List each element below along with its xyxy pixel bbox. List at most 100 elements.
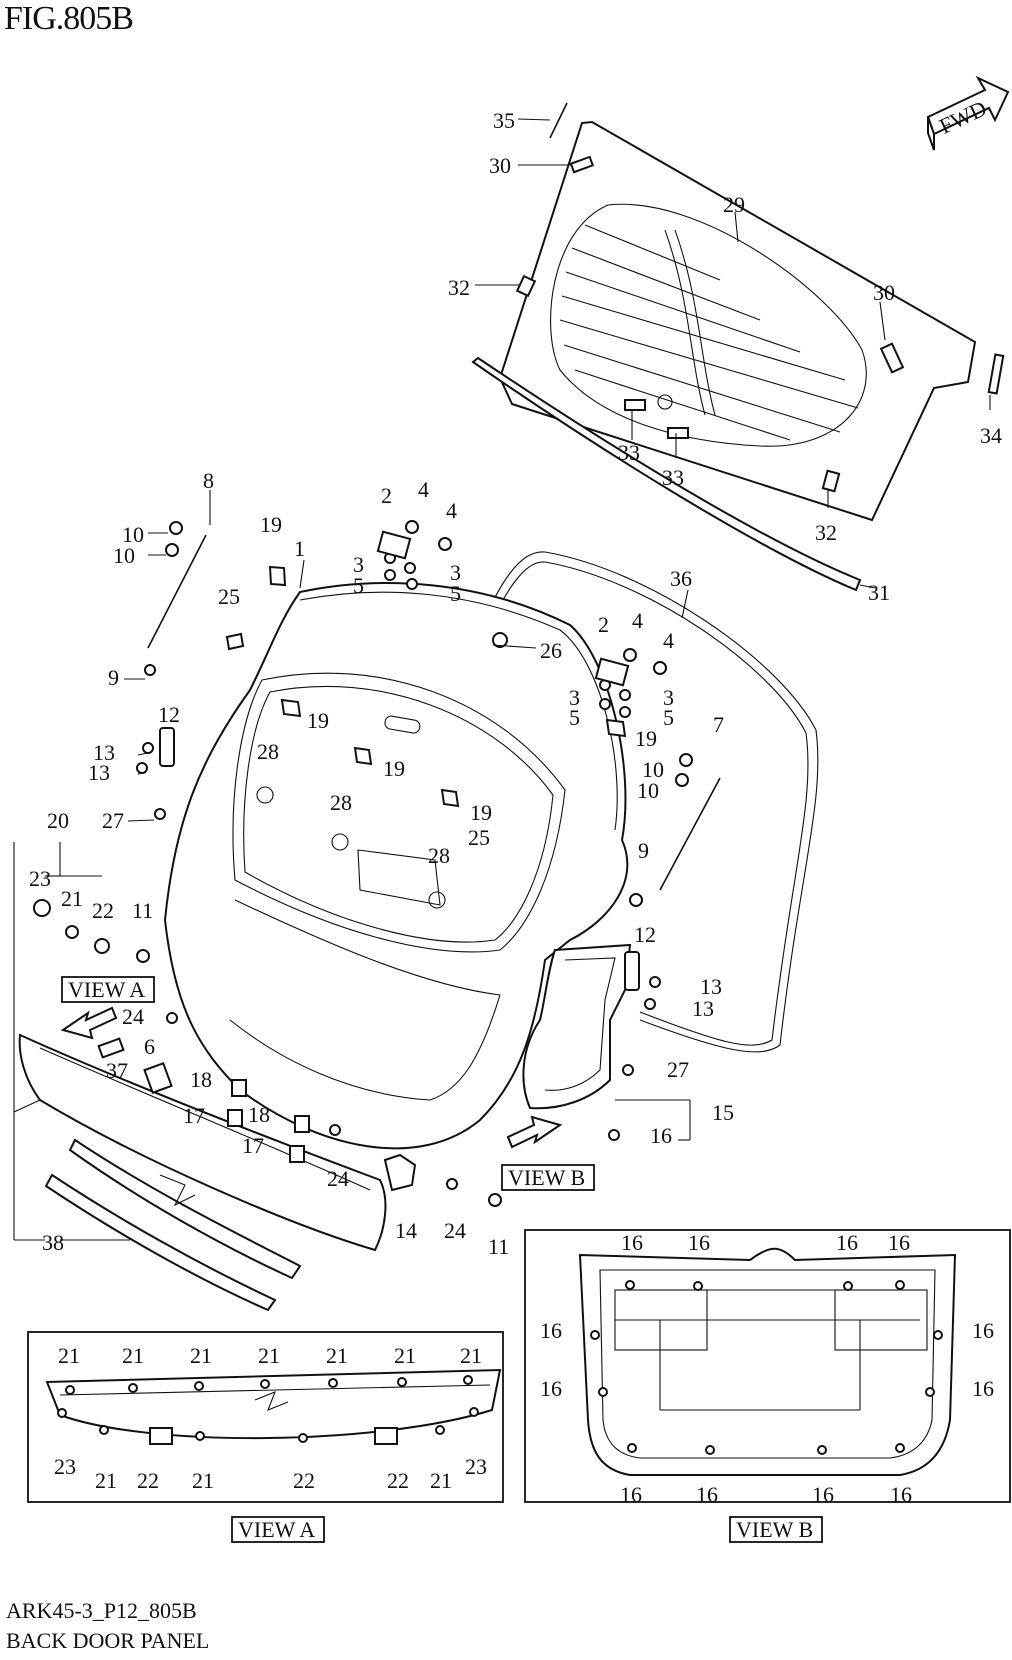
callout-c4b: 4 [446, 498, 457, 523]
callout-c10c: 10 [642, 757, 664, 782]
callout-c21: 21 [61, 886, 83, 911]
svg-text:VIEW B: VIEW B [508, 1165, 585, 1190]
view-b-callout: 16 [696, 1482, 718, 1507]
view-a-callout: 21 [258, 1343, 280, 1368]
view-a-callout: 22 [387, 1468, 409, 1493]
fwd-arrow-icon: FWD [926, 75, 1010, 151]
inner-trim-panel [522, 943, 632, 1110]
callout-c19e: 19 [635, 726, 657, 751]
callout-c4d: 4 [663, 628, 674, 653]
view-a-callout: 21 [460, 1343, 482, 1368]
view-a-callout: 21 [192, 1468, 214, 1493]
view-a-callout: 22 [293, 1468, 315, 1493]
view-b-callout: 16 [836, 1230, 858, 1255]
view-a-callout: 21 [326, 1343, 348, 1368]
callout-c22: 22 [92, 898, 114, 923]
callout-c33b: 33 [662, 465, 684, 490]
callout-c1: 1 [294, 536, 305, 561]
callout-c19c: 19 [383, 756, 405, 781]
fastener-icons [33, 520, 693, 1207]
callout-c17a: 17 [183, 1103, 205, 1128]
view-a-callout: 21 [122, 1343, 144, 1368]
view-b-callout: 16 [888, 1230, 910, 1255]
callout-c35: 35 [493, 108, 515, 133]
callout-c25b: 25 [468, 825, 490, 850]
view-a-inset [27, 1331, 504, 1503]
view-a-arrow-icon [60, 1006, 118, 1040]
callout-c15: 15 [712, 1100, 734, 1125]
figure-title: FIG.805B [4, 0, 134, 37]
callout-c5c: 5 [569, 705, 580, 730]
callout-c37: 37 [106, 1058, 128, 1083]
diagram-caption: BACK DOOR PANEL [6, 1628, 210, 1653]
callout-c24a: 24 [122, 1004, 144, 1029]
callout-c10d: 10 [637, 778, 659, 803]
callout-c3c: 3 [569, 685, 580, 710]
view-b-callout: 16 [688, 1230, 710, 1255]
view-b-caption: VIEW B [729, 1516, 823, 1543]
view-a-callout: 21 [95, 1468, 117, 1493]
callout-c13d: 13 [692, 996, 714, 1021]
callout-c5a: 5 [353, 573, 364, 598]
callout-c2a: 2 [381, 483, 392, 508]
callout-c32a: 32 [448, 275, 470, 300]
callout-c7: 7 [713, 712, 724, 737]
leader-lines [13, 118, 991, 1241]
callout-c19a: 19 [260, 512, 282, 537]
svg-text:VIEW A: VIEW A [238, 1517, 315, 1542]
callout-c16m: 16 [650, 1123, 672, 1148]
callout-c24c: 24 [444, 1218, 466, 1243]
callout-c10b: 10 [113, 543, 135, 568]
callout-c30a: 30 [489, 153, 511, 178]
callout-c3a: 3 [353, 552, 364, 577]
callout-c8: 8 [203, 468, 214, 493]
view-b-arrow-icon [506, 1115, 563, 1149]
callout-c24b: 24 [327, 1166, 349, 1191]
view-b-callout: 16 [890, 1482, 912, 1507]
callout-c13b: 13 [88, 760, 110, 785]
view-a-callout: 21 [430, 1468, 452, 1493]
diagram-code: ARK45-3_P12_805B [6, 1598, 197, 1623]
view-a-label: VIEW A [61, 976, 155, 1003]
view-a-callout: 21 [394, 1343, 416, 1368]
callout-c3b: 3 [450, 560, 461, 585]
callout-c10a: 10 [122, 522, 144, 547]
callout-c23: 23 [29, 866, 51, 891]
callout-c38: 38 [42, 1230, 64, 1255]
callout-c5d: 5 [663, 705, 674, 730]
view-b-inset [524, 1229, 1011, 1503]
view-b-label: VIEW B [501, 1164, 595, 1191]
view-b-callout: 16 [540, 1376, 562, 1401]
callout-c9b: 9 [638, 838, 649, 863]
rear-glass [498, 120, 977, 522]
view-a-callout: 22 [137, 1468, 159, 1493]
view-b-callout: 16 [621, 1230, 643, 1255]
callout-c34: 34 [980, 423, 1002, 448]
svg-text:VIEW B: VIEW B [736, 1517, 813, 1542]
callout-c28c: 28 [428, 843, 450, 868]
callout-c28b: 28 [330, 790, 352, 815]
view-a-callout: 23 [54, 1454, 76, 1479]
callout-c29: 29 [723, 192, 745, 217]
view-b-callout: 16 [812, 1482, 834, 1507]
callout-c18a: 18 [190, 1067, 212, 1092]
callout-c12b: 12 [634, 922, 656, 947]
callout-c32b: 32 [815, 520, 837, 545]
callout-c11b: 11 [488, 1234, 509, 1259]
callout-c12a: 12 [158, 702, 180, 727]
callout-c18b: 18 [248, 1102, 270, 1127]
callout-c19b: 19 [307, 708, 329, 733]
callout-c2b: 2 [598, 612, 609, 637]
callout-c5b: 5 [450, 581, 461, 606]
callout-c13a: 13 [93, 740, 115, 765]
callout-c36: 36 [670, 566, 692, 591]
callout-c11a: 11 [132, 898, 153, 923]
callout-c28a: 28 [257, 739, 279, 764]
callout-c33a: 33 [618, 440, 640, 465]
callout-c27b: 27 [667, 1057, 689, 1082]
callout-c17b: 17 [242, 1133, 264, 1158]
callout-c6: 6 [144, 1034, 155, 1059]
callout-c13c: 13 [700, 974, 722, 999]
